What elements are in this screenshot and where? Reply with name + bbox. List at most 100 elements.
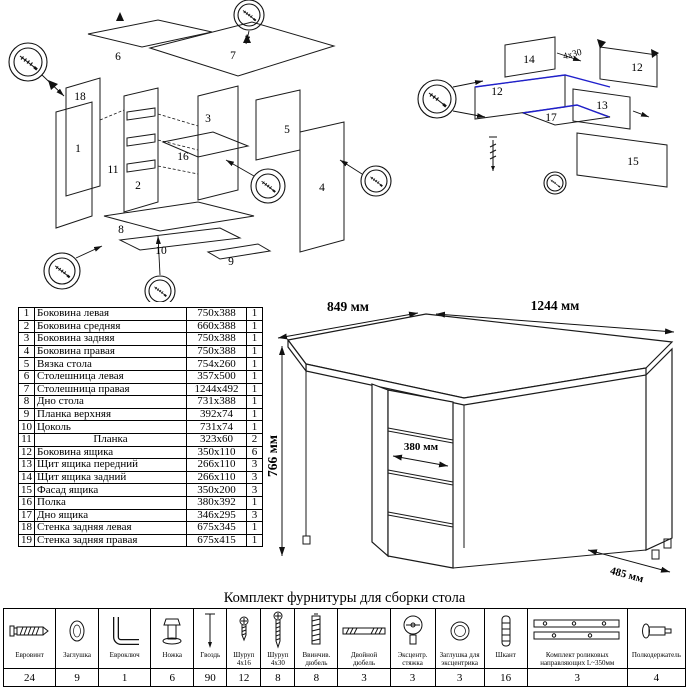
wood-dowel-icon <box>485 610 527 652</box>
part-label: 4 <box>319 182 325 194</box>
part-name: Боковина левая <box>34 307 187 321</box>
part-qty: 1 <box>246 332 263 346</box>
hw-item-shkant: Шкант <box>483 607 528 670</box>
callout-confirmat-drawer <box>417 79 457 119</box>
hw-label: Ввинчив. дюбель <box>302 651 331 667</box>
part-name: Стенка задняя правая <box>34 533 187 548</box>
part-num: 4 <box>18 344 35 359</box>
nail-icon <box>194 610 226 652</box>
part-num: 18 <box>18 521 35 535</box>
part-num: 14 <box>18 470 35 485</box>
callout-screw-drawer <box>543 171 567 195</box>
hw-label: Комплект роликовых направляющих L~350мм <box>540 651 615 667</box>
hw-item-zaglushka: Заглушка <box>55 607 100 670</box>
part-qty: 1 <box>246 382 263 397</box>
callout-dowel <box>233 0 265 31</box>
callout-screw <box>250 168 286 204</box>
part-num: 8 <box>18 395 35 409</box>
part-qty: 1 <box>246 395 263 409</box>
hw-item-nozhka: Ножка <box>150 607 195 670</box>
hw-qty: 3 <box>389 668 436 688</box>
hw-qty: 90 <box>193 668 228 688</box>
part-qty: 1 <box>246 319 263 334</box>
hw-qty: 3 <box>526 668 628 688</box>
part-name: Вязка стола <box>34 357 187 371</box>
part-name: Фасад ящика <box>34 483 187 497</box>
part-qty: 1 <box>246 495 263 510</box>
dim-height: 766 мм <box>268 435 280 477</box>
part-qty: 1 <box>246 369 263 384</box>
part-qty: 1 <box>246 344 263 359</box>
part-num: 7 <box>18 382 35 397</box>
dimension-arrows <box>277 311 675 573</box>
hw-label: Эксцентр. стяжка <box>397 651 428 667</box>
part-num: 2 <box>18 319 35 334</box>
exploded-view-main: 6 7 18 1 2 3 16 5 8 10 9 4 11 <box>8 0 392 302</box>
hw-label: Евроключ <box>109 651 140 659</box>
hw-label: Гвоздь <box>200 651 221 659</box>
threaded-dowel-icon <box>295 610 337 652</box>
hw-label: Шкант <box>495 651 516 659</box>
desk-body <box>286 313 674 569</box>
hardware-items-row: Евровинт Заглушка Евроключ <box>2 607 687 670</box>
hw-label: Двойной дюбель <box>350 651 378 667</box>
hw-label: Заглушка <box>63 651 92 659</box>
hw-qty: 24 <box>2 668 57 688</box>
part-name: Боковина задняя <box>34 332 187 346</box>
hw-label: Шуруп 4x16 <box>233 651 255 667</box>
part-qty: 3 <box>246 508 263 523</box>
part-name: Планка верхняя <box>34 407 187 422</box>
part-size: 660x388 <box>186 319 247 334</box>
part-label: 14 <box>523 54 535 66</box>
part-label: 15 <box>627 156 639 168</box>
eurovint-icon <box>4 610 55 652</box>
part-name: Столешница левая <box>34 369 187 384</box>
part-label: 8 <box>118 224 124 236</box>
hw-item-eurovint: Евровинт <box>2 607 57 670</box>
part-qty: 1 <box>246 521 263 535</box>
part-size: 266x110 <box>186 458 247 472</box>
screw-size-note: 4x30 <box>562 48 583 63</box>
hw-label: Ножка <box>162 651 183 659</box>
hardware-table: Евровинт Заглушка Евроключ <box>2 607 687 688</box>
callout-circles <box>8 0 392 302</box>
part-label: 3 <box>205 113 211 125</box>
cam-cap-icon <box>436 610 484 652</box>
part-size: 731x388 <box>186 395 247 409</box>
leg-icon <box>151 610 193 652</box>
part-size: 380x392 <box>186 495 247 510</box>
part-label: 6 <box>115 51 121 63</box>
part-size: 750x388 <box>186 307 247 321</box>
part-num: 13 <box>18 458 35 472</box>
part-name: Боковина средняя <box>34 319 187 334</box>
hw-qty: 12 <box>226 668 262 688</box>
part-name: Полка <box>34 495 187 510</box>
part-size: 731x74 <box>186 420 247 434</box>
hw-qty: 16 <box>483 668 528 688</box>
hw-qty: 3 <box>337 668 391 688</box>
part-qty: 3 <box>246 470 263 485</box>
part-name: Дно ящика <box>34 508 187 523</box>
part-size: 350x200 <box>186 483 247 497</box>
hw-item-vvinchiv-dyubel: Ввинчив. дюбель <box>294 607 339 670</box>
part-num: 3 <box>18 332 35 346</box>
dim-depth: 485 мм <box>609 565 646 586</box>
part-name: Дно стола <box>34 395 187 409</box>
cam-lock-icon <box>391 610 435 652</box>
callout-confirmat <box>8 42 48 82</box>
part-num: 1 <box>18 307 35 321</box>
part-num: 9 <box>18 407 35 422</box>
callout-cam <box>43 252 81 290</box>
